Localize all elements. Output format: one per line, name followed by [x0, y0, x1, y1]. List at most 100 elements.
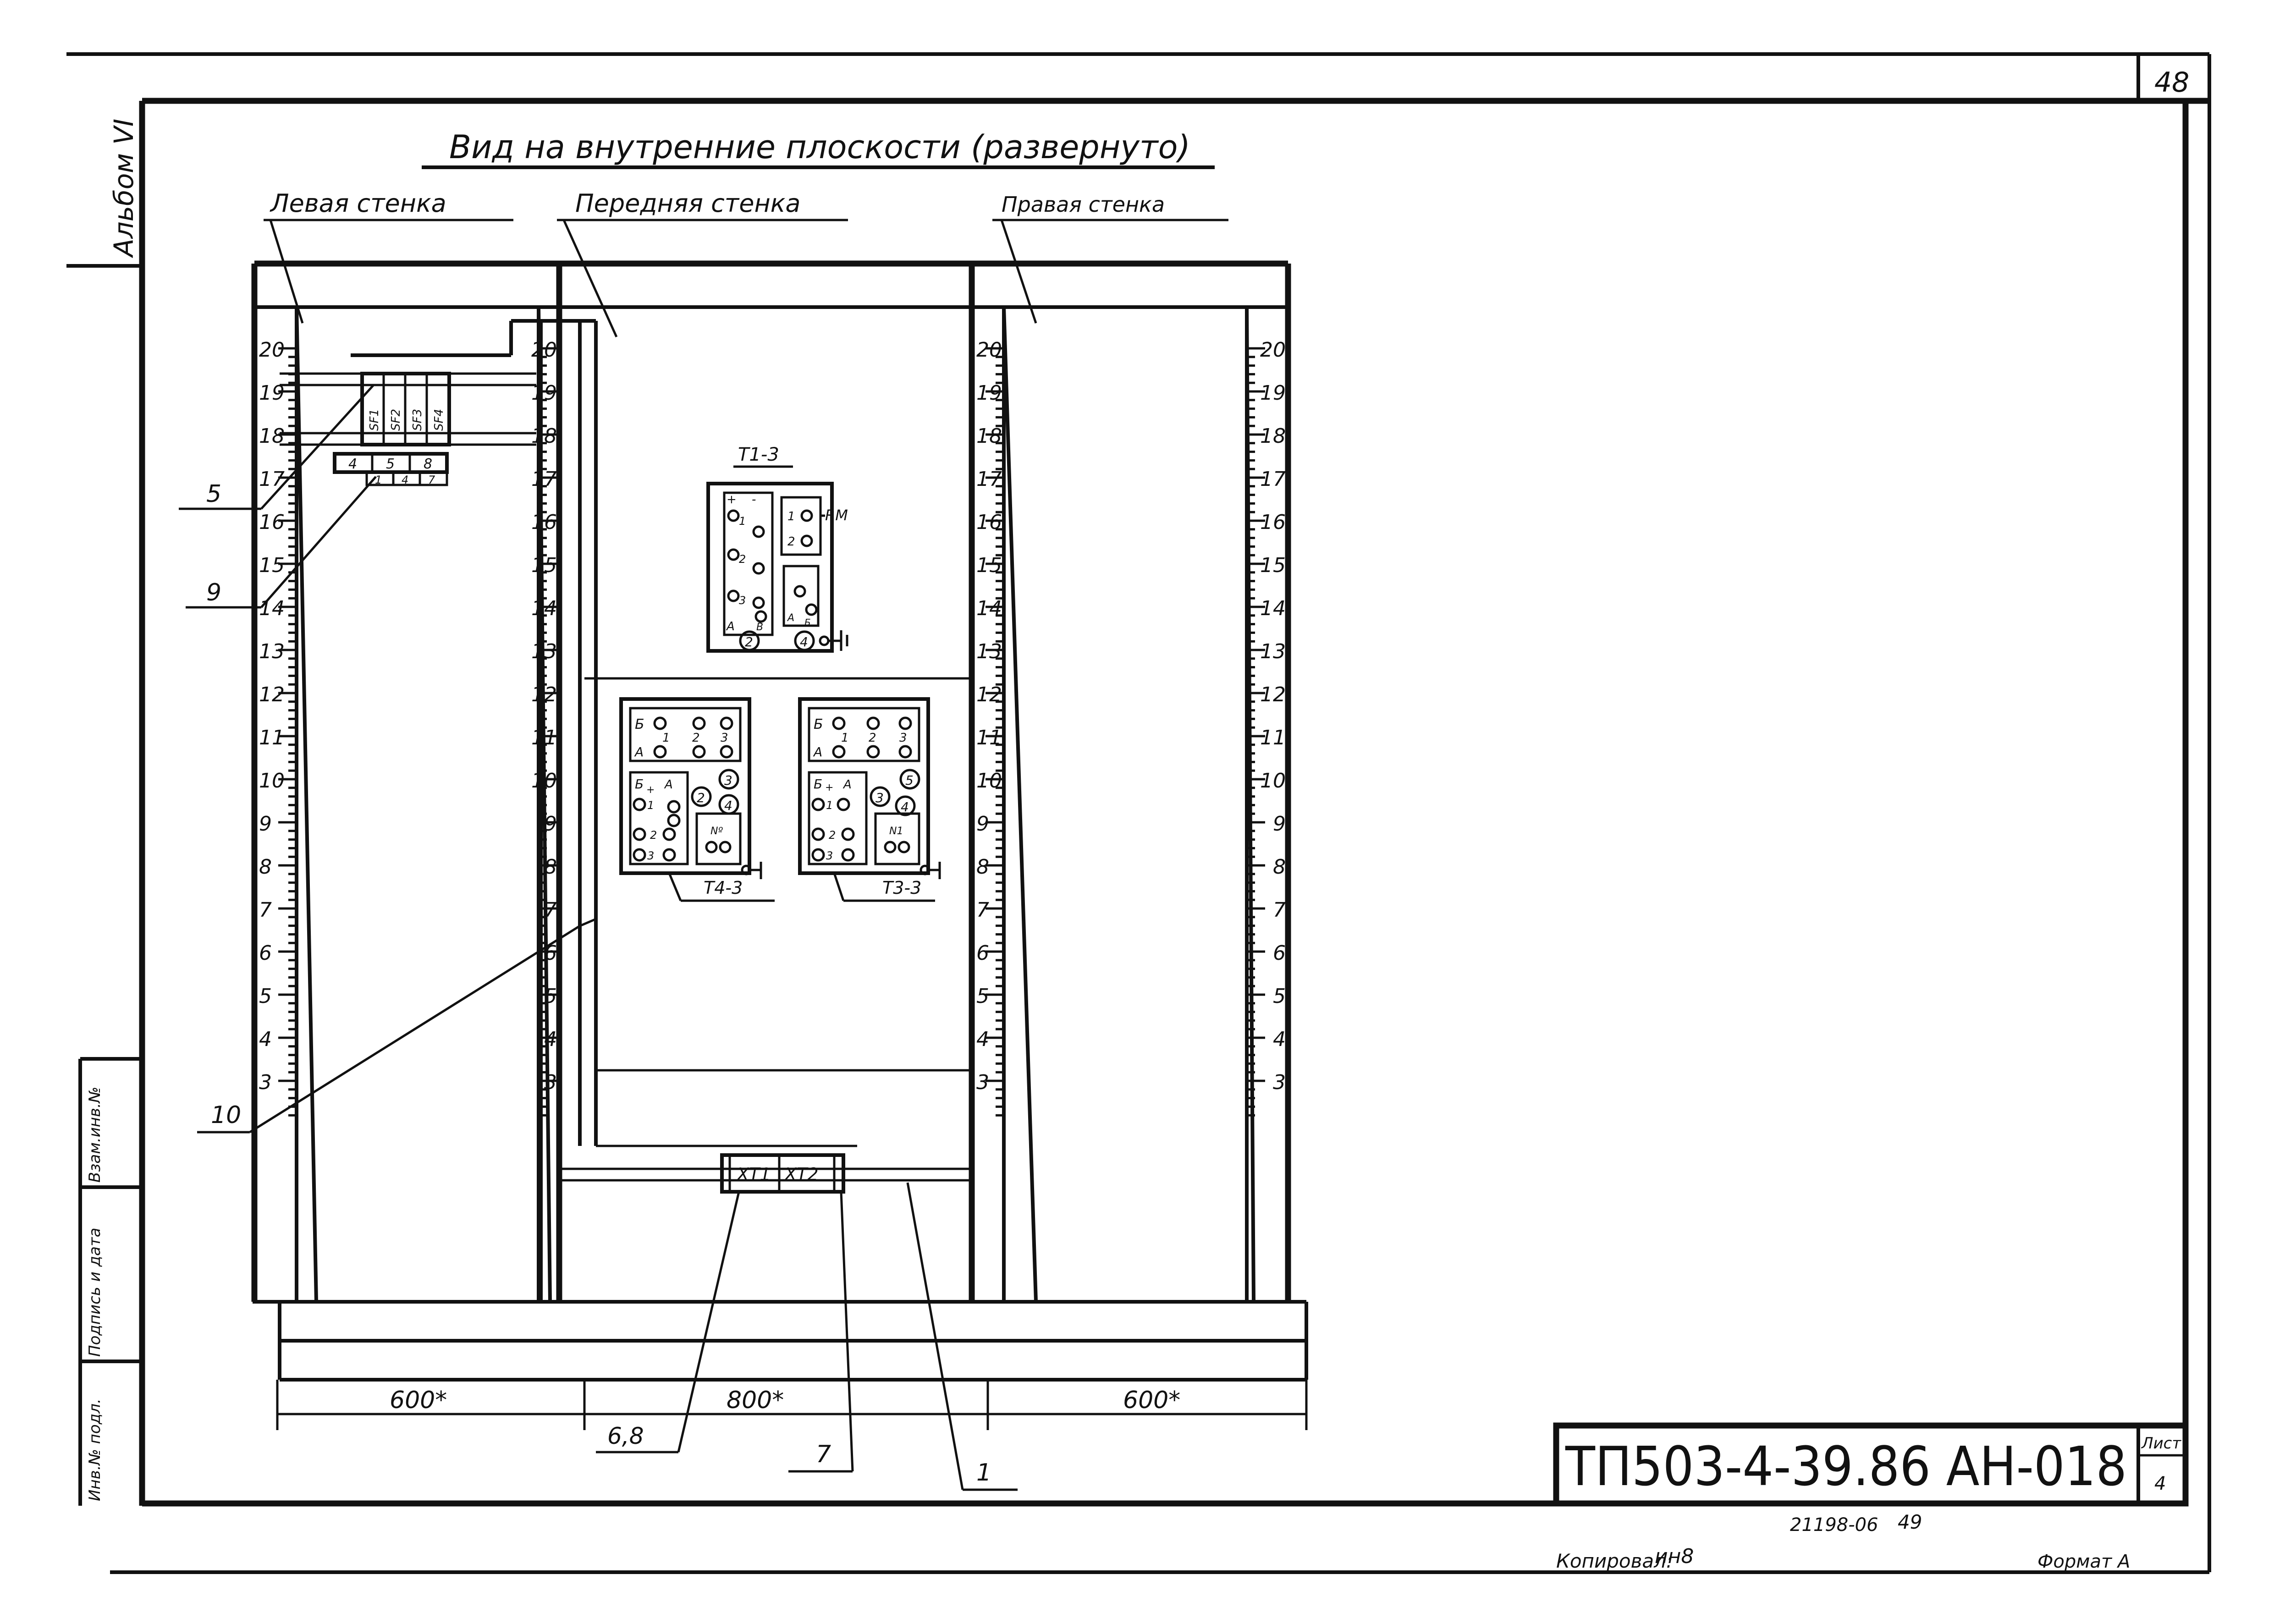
block-cell: 5	[386, 456, 395, 472]
sheet-number-box: 48	[2136, 54, 2189, 101]
terminal-xt2: ХТ2	[784, 1164, 818, 1184]
ruler-mark-label: 19	[1260, 381, 1286, 405]
ab-label: Б	[804, 617, 811, 628]
ruler-mark-label: 12	[531, 683, 557, 706]
t4-label: А	[664, 778, 673, 792]
ruler-mark-label: 18	[1260, 424, 1286, 448]
ruler-mark-label: 20	[259, 338, 285, 362]
sheet-value: 4	[2154, 1473, 2166, 1494]
ruler-mark-label: 16	[531, 511, 557, 534]
t3-label: Б	[814, 716, 823, 732]
bottom-notes: 21198-06 49 Копировал: ин8 Формат А	[1556, 1511, 2130, 1572]
ruler-mark-label: 15	[1260, 554, 1286, 577]
ruler-mark-label: 20	[976, 338, 1002, 362]
copied-by-label: Копировал:	[1556, 1550, 1673, 1572]
t4-label: 2	[692, 731, 700, 745]
ruler-mark-label: 3	[976, 1071, 989, 1094]
ruler-mark-label: 12	[259, 683, 285, 706]
ruler-mark-label: 6	[976, 941, 989, 965]
ruler-mark-label: 3	[544, 1071, 557, 1094]
callout-5: 5	[206, 480, 221, 508]
breaker-label: SF1	[368, 409, 381, 431]
t4-label: А	[634, 744, 644, 760]
device-t4-3: Б 1 2 3 А Б + А 1 2 3 2 3 4 Nº Т4-3	[619, 697, 775, 902]
ruler-mark-label: 14	[976, 597, 1002, 620]
t4-label: 1	[647, 799, 654, 812]
ruler-mark-label: 15	[976, 554, 1002, 577]
ruler-mark-label: 7	[259, 898, 272, 922]
dimension-right: 600*	[1123, 1387, 1180, 1414]
drawing-title: Вид на внутренние плоскости (развернуто)	[449, 128, 1190, 166]
callout-7: 7	[816, 1441, 831, 1468]
ruler-mark-label: 10	[259, 769, 285, 793]
circle-number: 2	[697, 790, 705, 805]
breaker-label: SF3	[411, 409, 424, 431]
ruler-mark-label: 20	[531, 338, 557, 362]
ruler-mark-label: 3	[1273, 1071, 1286, 1094]
sub-contact: 2	[787, 535, 795, 549]
side-stamp-cell: Подпись и дата	[86, 1228, 104, 1357]
ruler-mark-label: 4	[544, 1028, 557, 1051]
ruler-mark-label: 17	[531, 468, 557, 491]
block-cell: 8	[424, 456, 432, 472]
contact-label: 1	[739, 515, 746, 528]
ruler-mark-label: 12	[976, 683, 1002, 706]
ruler-mark-label: 16	[259, 511, 285, 534]
callout-10: 10	[211, 1101, 241, 1129]
t4-label: 1	[662, 731, 670, 745]
t3-label: Б	[814, 776, 822, 792]
copied-by-signature: ин8	[1655, 1545, 1694, 1568]
ruler-mark-label: 3	[259, 1071, 272, 1094]
device-t3-3: Б 1 2 3 А Б + А 1 2 3 3 5 4 N1 Т3-3	[798, 697, 941, 902]
t4-label: Б	[635, 716, 644, 732]
ruler-mark-label: 13	[976, 640, 1002, 663]
contact-label: 2	[739, 553, 746, 566]
ruler-mark-label: 17	[1260, 468, 1286, 491]
ruler-mark-label: 4	[976, 1028, 989, 1051]
ruler-mark-label: 12	[1260, 683, 1286, 706]
ruler-mark-label: 7	[976, 898, 989, 922]
sheet-frame	[66, 52, 2211, 1574]
ruler-mark-label: 5	[259, 985, 272, 1008]
t3-nm-label: N1	[889, 826, 903, 837]
dimension-front: 800*	[727, 1387, 784, 1414]
ruler-mark-label: 19	[976, 381, 1002, 405]
ruler-mark-label: 10	[976, 769, 1002, 793]
t3-label: 1	[841, 731, 849, 745]
ruler-mark-label: 9	[976, 812, 989, 836]
block-cell: 1	[375, 473, 382, 486]
ruler-mark-label: 10	[1260, 769, 1286, 793]
t3-label: 3	[899, 731, 907, 745]
ruler-mark-label: 14	[259, 597, 285, 620]
front-wall-label: Передняя стенка	[575, 189, 800, 218]
ruler-mark-label: 5	[1273, 985, 1286, 1008]
archive-number: 21198-06	[1790, 1514, 1878, 1536]
ruler-scales: 2019181716151413121110987654320191817161…	[259, 338, 1286, 1117]
contact-label: -	[752, 493, 756, 506]
ruler-mark-label: 11	[976, 726, 1002, 749]
ruler-mark-label: 9	[259, 812, 272, 836]
ruler-mark-label: 16	[976, 511, 1002, 534]
ruler-mark-label: 7	[1273, 898, 1286, 922]
callouts: 5 9 10 6,8 7 1	[179, 384, 1018, 1491]
side-stamp-cell: Взам.инв.№	[86, 1087, 104, 1183]
ruler-mark-label: 8	[259, 855, 272, 879]
t4-label: 3	[647, 849, 654, 862]
t4-label: +	[646, 784, 655, 796]
ruler-mark-label: 17	[976, 468, 1002, 491]
side-stamp-cell: Инв.№ подл.	[86, 1398, 104, 1501]
circuit-breaker-block: SF1 SF2 SF3 SF4 4 5 8 1 4 7	[280, 372, 536, 486]
ruler-mark-label: 16	[1260, 511, 1286, 534]
t3-label: +	[825, 782, 833, 793]
t4-label: 3	[721, 731, 728, 745]
archive-sub-number: 49	[1898, 1511, 1922, 1533]
drawing-title-group: Вид на внутренние плоскости (развернуто)	[422, 128, 1215, 169]
dimension-left: 600*	[390, 1387, 447, 1414]
ruler-mark-label: 15	[531, 554, 557, 577]
t3-label: 2	[869, 731, 876, 745]
ruler-mark-label: 6	[259, 941, 272, 965]
circle-number: 4	[800, 634, 808, 650]
right-wall-label: Правая стенка	[1002, 192, 1165, 217]
ruler-mark-label: 9	[544, 812, 557, 836]
